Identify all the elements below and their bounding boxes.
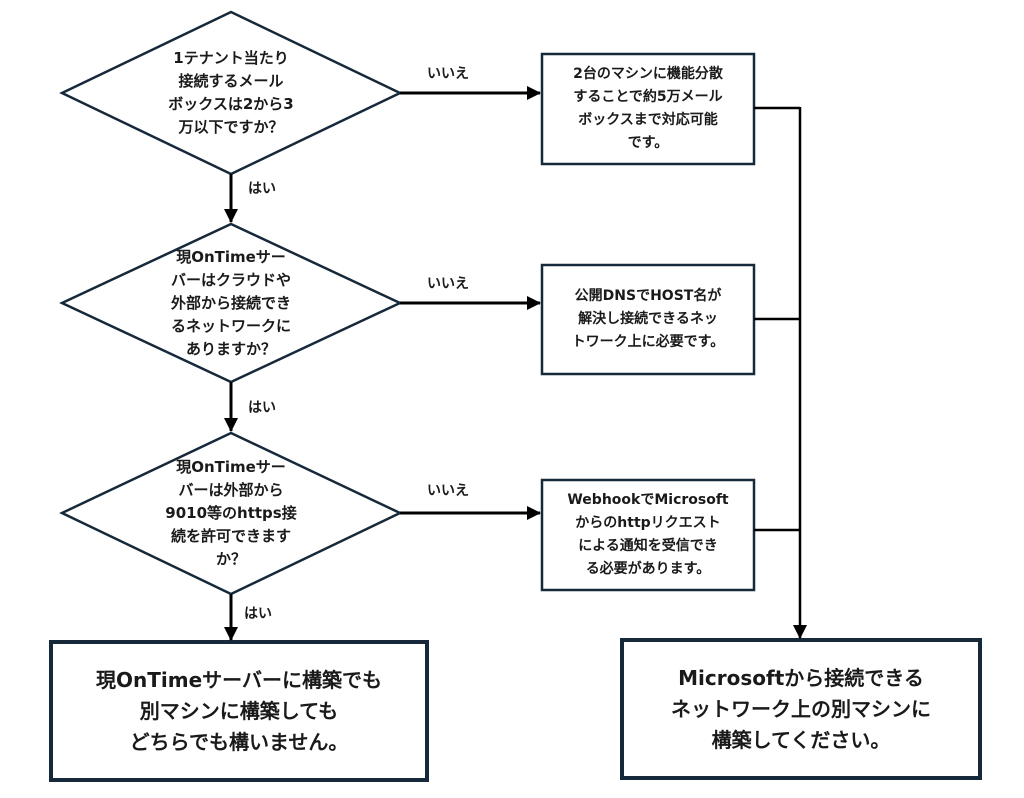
terminal-box-yes [49, 640, 429, 782]
edge-label-no-1: いいえ [427, 66, 469, 82]
note-box-3 [540, 478, 756, 592]
edge-label-yes-1: はい [248, 181, 276, 197]
decision-text-2: 現OnTimeサー バーはクラウドや 外部から接続でき るネットワークに ありま… [170, 247, 291, 358]
edge-label-yes-3: はい [244, 606, 272, 622]
terminal-box-no [620, 638, 982, 780]
note-box-1 [540, 52, 756, 166]
edge-label-no-2: いいえ [427, 276, 469, 292]
edge-label-yes-2: はい [248, 400, 276, 416]
note-text-2: 公開DNSでHOST名が 解決し接続できるネッ トワーク上に必要です。 [571, 288, 725, 350]
note-box-2 [540, 263, 756, 376]
note-text-1: 2台のマシンに機能分散 することで約5万メール ボックスまで対応可能 です。 [573, 66, 723, 151]
terminal-text-yes: 現OnTimeサーバーに構築でも 別マシンに構築しても どちらでも構いません。 [96, 667, 382, 754]
decision-text-3: 現OnTimeサー バーは外部から 9010等のhttps接 続を許可できます … [165, 457, 297, 568]
note-text-3: WebhookでMicrosoft からのhttpリクエスト による通知を受信で… [567, 492, 729, 577]
decision-text-1: 1テナント当たり 接続するメール ボックスは2から3 万以下ですか？ [168, 49, 294, 136]
edge-label-no-3: いいえ [427, 483, 469, 499]
terminal-text-no: Microsoftから接続できる ネットワーク上の別マシンに 構築してください。 [671, 665, 931, 752]
